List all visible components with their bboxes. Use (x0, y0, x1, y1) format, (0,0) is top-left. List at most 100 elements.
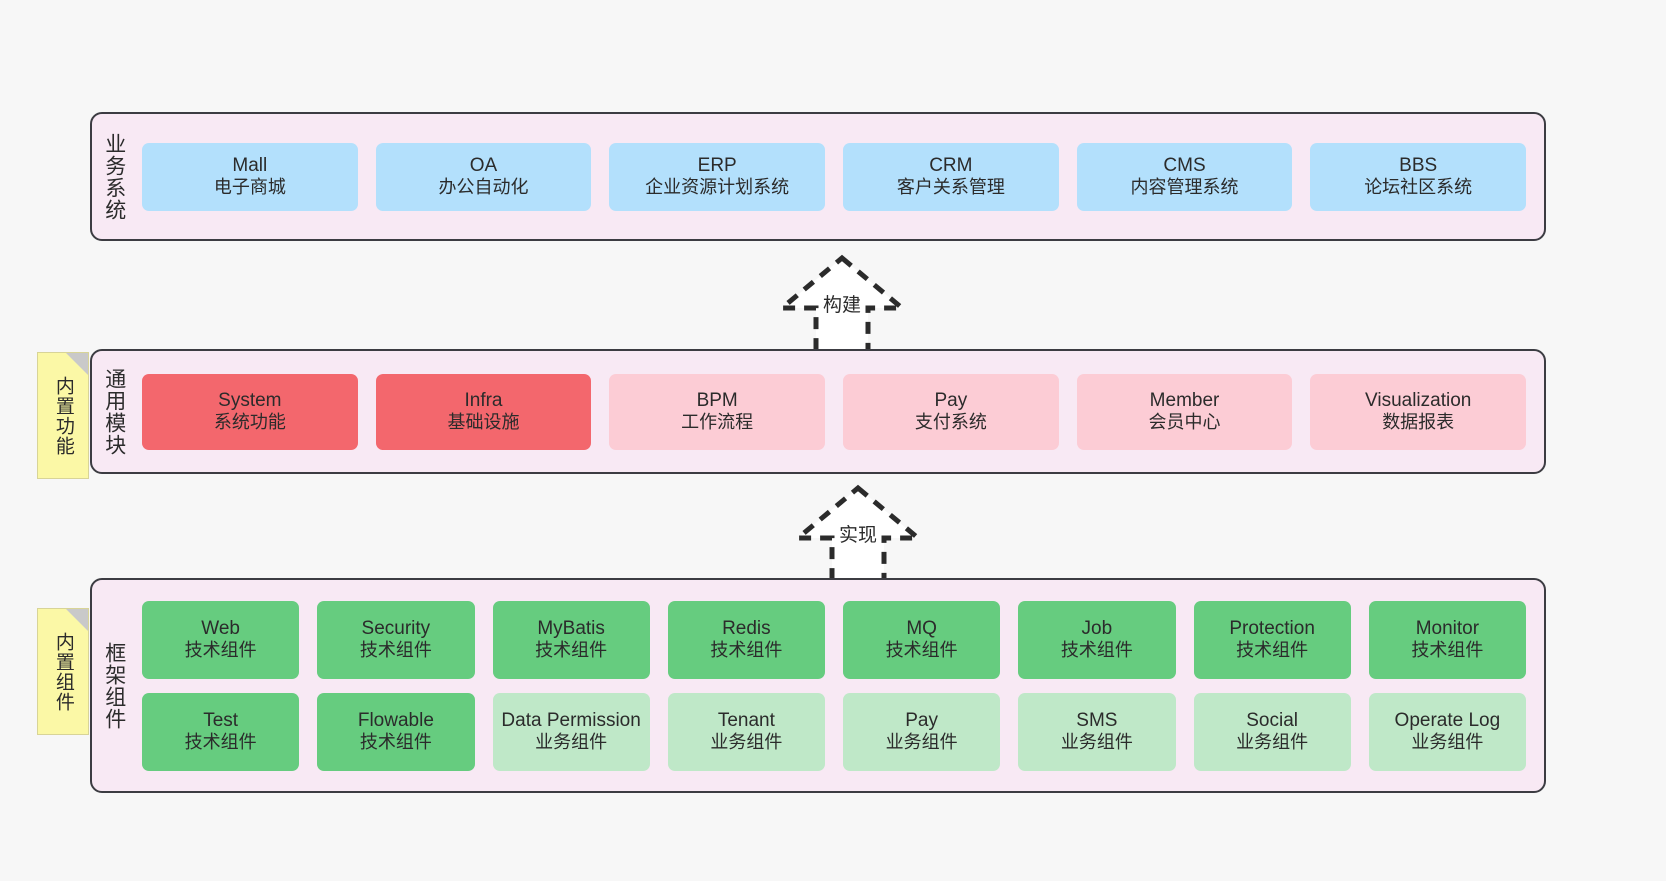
layer-title-common-module: 通用模块 (102, 367, 126, 456)
card-monitor[interactable]: Monitor 技术组件 (1368, 600, 1526, 679)
arrow-up-hollow-dashed-icon (791, 484, 925, 585)
card-security[interactable]: Security 技术组件 (317, 600, 475, 679)
card-subtitle: 技术组件 (710, 640, 783, 661)
note-label: 内置功能 (52, 375, 74, 456)
layer-title-framework-component: 框架组件 (102, 641, 126, 730)
card-subtitle: 技术组件 (1236, 640, 1309, 661)
card-title: ERP (697, 154, 737, 176)
card-title: MyBatis (537, 617, 605, 639)
card-title: BPM (696, 389, 738, 411)
card-oa[interactable]: OA 办公自动化 (375, 142, 592, 211)
card-subtitle: 基础设施 (447, 412, 520, 433)
card-title: Operate Log (1394, 709, 1501, 731)
arrow-label-realize: 实现 (838, 525, 877, 546)
card-subtitle: 内容管理系统 (1130, 177, 1239, 198)
card-protection[interactable]: Protection 技术组件 (1193, 600, 1351, 679)
card-subtitle: 技术组件 (359, 732, 432, 753)
card-subtitle: 业务组件 (1411, 732, 1484, 753)
card-test[interactable]: Test 技术组件 (142, 692, 300, 771)
card-subtitle: 业务组件 (885, 732, 958, 753)
card-title: Visualization (1365, 389, 1472, 411)
card-operate-log[interactable]: Operate Log 业务组件 (1368, 692, 1526, 771)
layer-body-common-module: System 系统功能 Infra 基础设施 BPM 工作流程 Pay 支付系统… (136, 351, 1544, 472)
layer-body-business-system: Mall 电子商城 OA 办公自动化 ERP 企业资源计划系统 CRM 客户关系… (136, 114, 1544, 239)
card-subtitle: 客户关系管理 (896, 177, 1005, 198)
card-title: MQ (906, 617, 937, 639)
card-infra[interactable]: Infra 基础设施 (375, 373, 592, 450)
card-row: Web 技术组件 Security 技术组件 MyBatis 技术组件 Redi… (142, 600, 1526, 679)
card-title: BBS (1399, 154, 1438, 176)
generalization-arrow-build: 构建 (752, 252, 932, 362)
card-mq[interactable]: MQ 技术组件 (843, 600, 1001, 679)
card-erp[interactable]: ERP 企业资源计划系统 (609, 142, 826, 211)
card-redis[interactable]: Redis 技术组件 (667, 600, 825, 679)
card-sms[interactable]: SMS 业务组件 (1018, 692, 1176, 771)
card-subtitle: 企业资源计划系统 (645, 177, 790, 198)
card-subtitle: 技术组件 (184, 732, 257, 753)
arrow-label-build: 构建 (822, 295, 861, 316)
card-subtitle: 业务组件 (1236, 732, 1309, 753)
card-title: Tenant (717, 709, 775, 731)
card-subtitle: 技术组件 (184, 640, 257, 661)
card-tenant[interactable]: Tenant 业务组件 (667, 692, 825, 771)
card-title: System (218, 389, 282, 411)
card-title: CRM (929, 154, 973, 176)
card-pay[interactable]: Pay 支付系统 (843, 373, 1059, 450)
card-subtitle: 电子商城 (213, 177, 286, 198)
card-title: Web (201, 617, 240, 639)
layer-common-module: 通用模块 System 系统功能 Infra 基础设施 BPM 工作流程 Pay… (90, 349, 1546, 474)
card-visualization[interactable]: Visualization 数据报表 (1310, 373, 1527, 450)
card-title: Social (1246, 709, 1298, 731)
card-subtitle: 工作流程 (681, 412, 754, 433)
note-builtin-features: 内置功能 (37, 352, 89, 479)
card-mybatis[interactable]: MyBatis 技术组件 (492, 600, 650, 679)
card-bbs[interactable]: BBS 论坛社区系统 (1310, 142, 1527, 211)
layer-body-framework-component: Web 技术组件 Security 技术组件 MyBatis 技术组件 Redi… (136, 580, 1544, 791)
card-web[interactable]: Web 技术组件 (142, 600, 300, 679)
card-social[interactable]: Social 业务组件 (1193, 692, 1351, 771)
card-title: Mall (232, 154, 268, 176)
card-subtitle: 数据报表 (1382, 412, 1455, 433)
card-title: Redis (722, 617, 771, 639)
card-title: Pay (934, 389, 968, 411)
card-pay-business[interactable]: Pay 业务组件 (843, 692, 1001, 771)
card-title: Protection (1229, 617, 1315, 639)
card-title: Monitor (1415, 617, 1480, 639)
card-cms[interactable]: CMS 内容管理系统 (1076, 142, 1293, 211)
card-crm[interactable]: CRM 客户关系管理 (843, 142, 1059, 211)
card-title: Flowable (357, 709, 434, 731)
card-system[interactable]: System 系统功能 (142, 373, 358, 450)
card-title: Job (1081, 617, 1113, 639)
arrow-up-hollow-dashed-icon (775, 254, 909, 355)
card-subtitle: 会员中心 (1148, 412, 1221, 433)
layer-title-business-system: 业务系统 (102, 132, 126, 221)
card-title: Test (203, 709, 239, 731)
card-subtitle: 业务组件 (1060, 732, 1133, 753)
card-job[interactable]: Job 技术组件 (1018, 600, 1176, 679)
card-title: SMS (1076, 709, 1118, 731)
card-mall[interactable]: Mall 电子商城 (142, 142, 358, 211)
card-subtitle: 论坛社区系统 (1364, 177, 1473, 198)
card-row: Mall 电子商城 OA 办公自动化 ERP 企业资源计划系统 CRM 客户关系… (142, 142, 1527, 211)
card-bpm[interactable]: BPM 工作流程 (609, 373, 826, 450)
card-subtitle: 支付系统 (914, 412, 987, 433)
card-title: CMS (1163, 154, 1206, 176)
note-label: 内置组件 (52, 631, 74, 712)
card-subtitle: 业务组件 (535, 732, 608, 753)
card-member[interactable]: Member 会员中心 (1076, 373, 1293, 450)
note-builtin-components: 内置组件 (37, 608, 89, 735)
card-title: OA (469, 154, 498, 176)
card-row: System 系统功能 Infra 基础设施 BPM 工作流程 Pay 支付系统… (142, 373, 1527, 450)
card-subtitle: 技术组件 (1060, 640, 1133, 661)
card-title: Security (361, 617, 431, 639)
layer-framework-component: 框架组件 Web 技术组件 Security 技术组件 MyBatis 技术组件… (90, 578, 1546, 793)
card-subtitle: 系统功能 (213, 412, 286, 433)
card-row: Test 技术组件 Flowable 技术组件 Data Permission … (142, 692, 1526, 771)
card-data-permission[interactable]: Data Permission 业务组件 (492, 692, 650, 771)
generalization-arrow-realize: 实现 (768, 482, 948, 592)
card-flowable[interactable]: Flowable 技术组件 (317, 692, 475, 771)
card-subtitle: 技术组件 (885, 640, 958, 661)
card-title: Infra (464, 389, 503, 411)
layer-business-system: 业务系统 Mall 电子商城 OA 办公自动化 ERP 企业资源计划系统 CRM… (90, 112, 1546, 241)
